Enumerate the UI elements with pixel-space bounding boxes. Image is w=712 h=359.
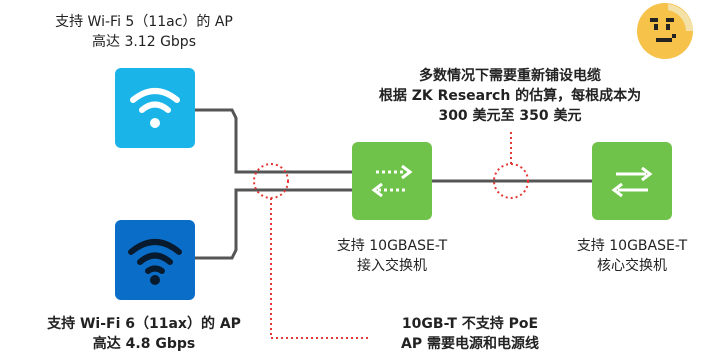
- ap-wifi6-title: 支持 Wi-Fi 6（11ax）的 AP: [47, 316, 241, 332]
- core-switch-title: 支持 10GBASE-T: [576, 238, 688, 254]
- ap-wifi5-speed: 高达 3.12 Gbps: [92, 34, 196, 50]
- access-switch-device: [352, 142, 432, 220]
- core-switch-role: 核心交换机: [597, 258, 667, 274]
- ap-wifi6-speed: 高达 4.8 Gbps: [92, 336, 196, 352]
- recabling-note-line1: 多数情况下需要重新铺设电缆: [419, 68, 601, 84]
- poe-callout-circle: [253, 163, 289, 199]
- core-switch-device: [592, 142, 672, 220]
- ap-wifi6-device: [115, 220, 195, 300]
- access-switch-role: 接入交换机: [357, 258, 427, 274]
- poe-note: 10GB-T 不支持 PoE AP 需要电源和电源线: [350, 314, 590, 354]
- core-switch-label: 支持 10GBASE-T 核心交换机: [552, 236, 712, 276]
- switch-arrows-icon: [352, 142, 432, 220]
- ap-wifi5-label: 支持 Wi-Fi 5（11ac）的 AP 高达 3.12 Gbps: [14, 12, 274, 52]
- ap-wifi5-title: 支持 Wi-Fi 5（11ac）的 AP: [55, 14, 233, 30]
- wifi-icon: [115, 68, 195, 148]
- poe-callout-leader: [270, 198, 368, 339]
- access-switch-title: 支持 10GBASE-T: [336, 238, 448, 254]
- access-switch-label: 支持 10GBASE-T 接入交换机: [312, 236, 472, 276]
- recabling-note-line2: 根据 ZK Research 的估算，每根成本为: [378, 88, 642, 104]
- poe-note-line1: 10GB-T 不支持 PoE: [401, 316, 539, 332]
- wifi-icon: [115, 220, 195, 300]
- switch-arrows-icon: [592, 142, 672, 220]
- ap-wifi6-label: 支持 Wi-Fi 6（11ax）的 AP 高达 4.8 Gbps: [14, 314, 274, 354]
- recabling-note: 多数情况下需要重新铺设电缆 根据 ZK Research 的估算，每根成本为 3…: [330, 66, 690, 126]
- worried-face-icon: [634, 0, 696, 62]
- ap-wifi5-device: [115, 68, 195, 148]
- recabling-callout-circle: [493, 163, 529, 199]
- recabling-note-line3: 300 美元至 350 美元: [438, 108, 582, 124]
- cable-wifi6-to-access-switch: [195, 188, 355, 260]
- cable-wifi5-to-access-switch: [195, 108, 355, 174]
- poe-note-line2: AP 需要电源和电源线: [401, 336, 539, 352]
